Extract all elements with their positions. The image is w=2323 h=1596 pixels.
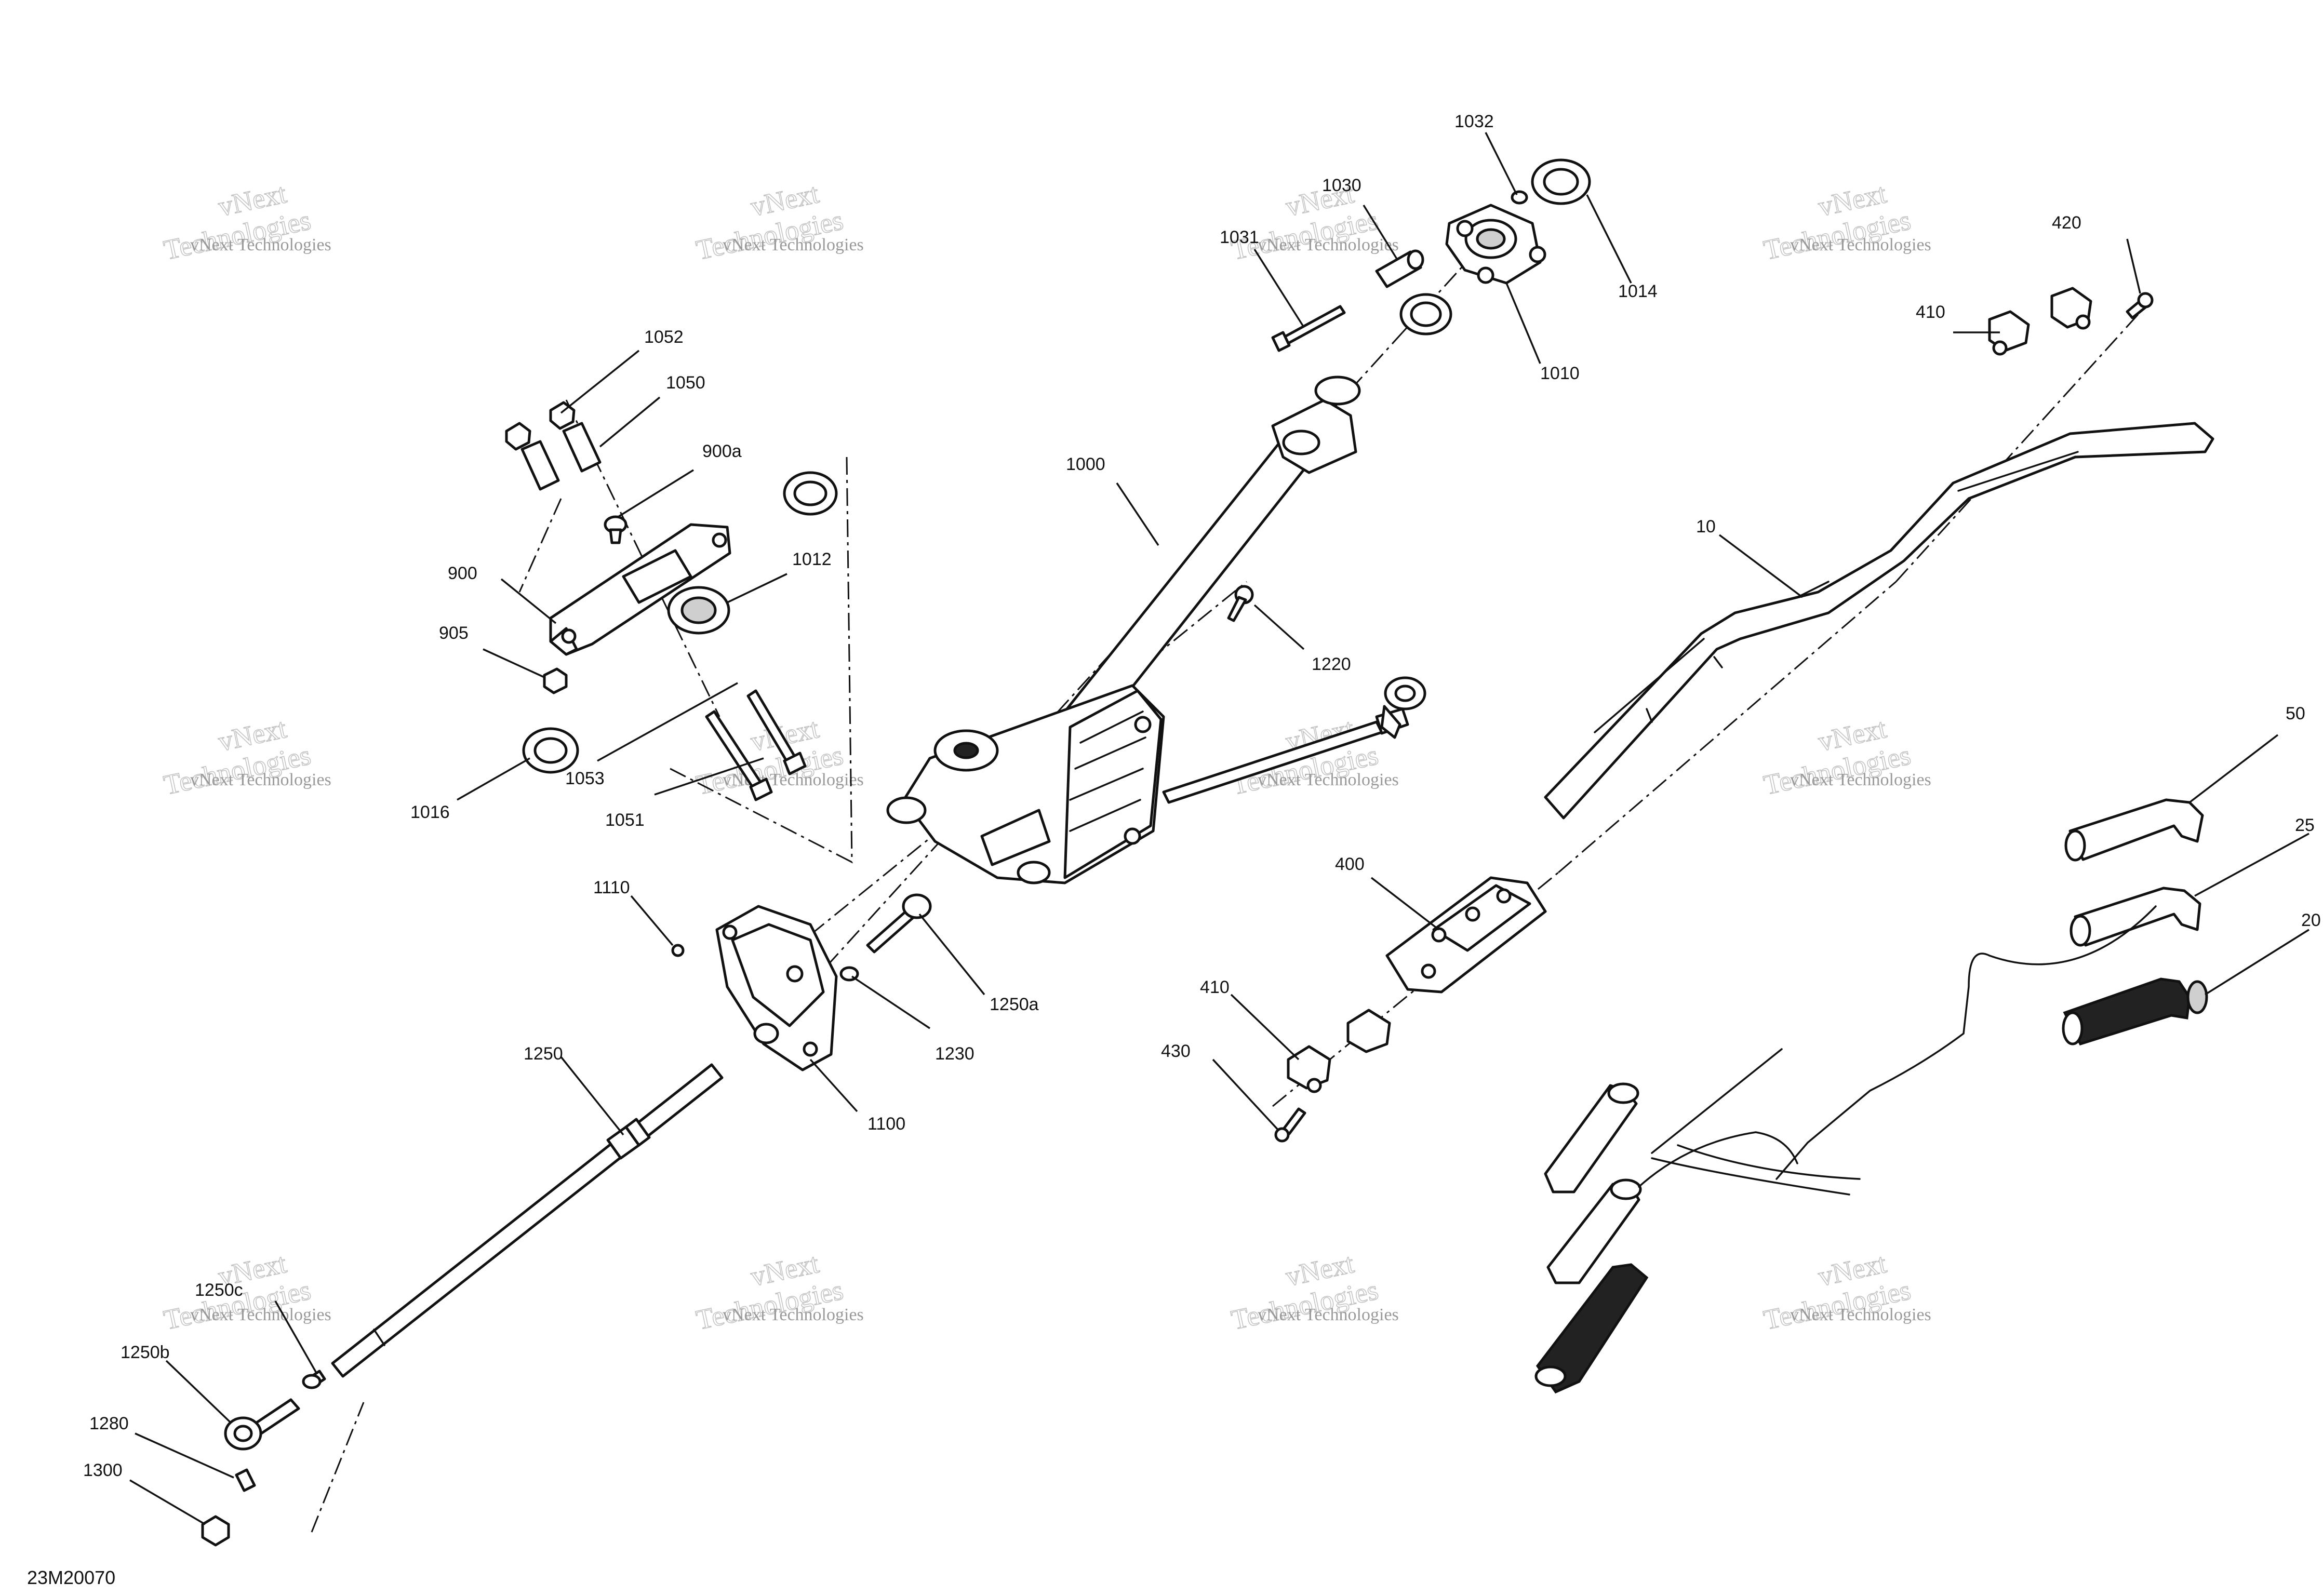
clamp-410-bottom [1287,1009,1391,1093]
callout-410-top: 410 [1916,302,1945,322]
callout-1016: 1016 [410,802,450,822]
svg-text:vNext Technologies: vNext Technologies [723,235,864,254]
callout-420: 420 [2052,213,2081,233]
callout-410-bottom: 410 [1200,977,1230,997]
callout-1053: 1053 [565,769,605,788]
callout-1300: 1300 [83,1460,123,1480]
svg-text:vNext Technologies: vNext Technologies [190,770,331,789]
callout-1250c: 1250c [195,1280,243,1300]
callout-1280: 1280 [89,1414,129,1433]
callout-10: 10 [1696,517,1716,537]
clamp-1010 [1445,204,1546,285]
svg-text:vNext Technologies: vNext Technologies [1258,770,1399,789]
callout-1110: 1110 [593,878,630,897]
callout-20: 20 [2301,910,2321,930]
svg-text:vNext Technologies: vNext Technologies [190,235,331,254]
callout-1000: 1000 [1066,454,1105,474]
clamp-410-top [1988,287,2092,356]
callout-430: 430 [1161,1041,1191,1061]
bearing-1014 [1531,158,1591,205]
washer-1280 [235,1468,256,1492]
callout-1250a: 1250a [990,995,1039,1014]
handlebar-clamp-400 [1385,876,1547,994]
callout-25: 25 [2295,815,2315,835]
left-grip [1534,1263,1649,1394]
seal-1016 [522,727,579,774]
nut-905 [543,667,568,694]
svg-text:vNext Technologies: vNext Technologies [190,1305,331,1324]
callout-1250: 1250 [524,1044,563,1064]
bolt-420 [2126,292,2154,319]
callout-1030: 1030 [1322,176,1361,195]
seal-ring [1399,293,1452,336]
grip-heater-25 [1775,887,2201,1180]
callout-400: 400 [1335,854,1365,874]
cover-1100 [715,905,838,1071]
seal-1012 [783,471,838,516]
nut-1300 [201,1515,230,1547]
left-grip-heater [1546,1048,1861,1284]
tie-rod-end-1250b [224,1374,322,1451]
diagram-id: 23M20070 [27,1567,115,1588]
left-grip-sleeve [1544,1082,1639,1193]
callout-1100: 1100 [867,1114,905,1134]
bolt-1031 [1271,305,1346,352]
callout-50: 50 [2286,704,2305,723]
bolt-430 [1274,1107,1306,1143]
handlebar-10 [1544,422,2214,820]
svg-text:vNext Technologies: vNext Technologies [1790,770,1931,789]
spacers-1050 [520,422,602,491]
bolt-1053 [746,689,807,775]
grip-sleeve-50 [2064,798,2204,862]
bushing-1030 [1375,249,1424,288]
washer-1032 [1511,190,1528,205]
callout-1014: 1014 [1618,281,1658,301]
callout-1010: 1010 [1540,364,1580,383]
callout-905: 905 [439,623,469,643]
svg-text:vNext Technologies: vNext Technologies [1258,1305,1399,1324]
svg-text:vNext Technologies: vNext Technologies [1790,235,1931,254]
tie-rod-1220 [1162,585,1426,804]
rod-end-1250a [866,893,932,954]
steering-gear-housing [886,684,1165,884]
callout-leaders [129,132,2309,1525]
callout-1220: 1220 [1312,654,1351,674]
svg-text:vNext Technologies: vNext Technologies [1258,235,1399,254]
callout-1051: 1051 [605,810,645,830]
svg-text:vNext Technologies: vNext Technologies [1790,1305,1931,1324]
bracket-900 [549,523,731,656]
callout-1012: 1012 [792,549,832,569]
nuts-1052 [505,401,576,451]
callout-900a: 900a [702,441,742,461]
pin-900a [604,515,628,544]
callout-1050: 1050 [666,373,705,393]
svg-text:vNext Technologies: vNext Technologies [723,1305,864,1324]
callout-1052: 1052 [644,327,684,347]
callout-1250b: 1250b [121,1343,170,1362]
callout-1032: 1032 [1454,112,1494,131]
grip-20 [2062,977,2208,1046]
screw-1110 [671,944,685,957]
callout-900: 900 [448,564,477,583]
callout-labels: 1032 1030 1031 1014 1010 420 410 1052 10… [83,112,2321,1480]
callout-1031: 1031 [1220,227,1259,247]
callout-1230: 1230 [935,1044,974,1064]
